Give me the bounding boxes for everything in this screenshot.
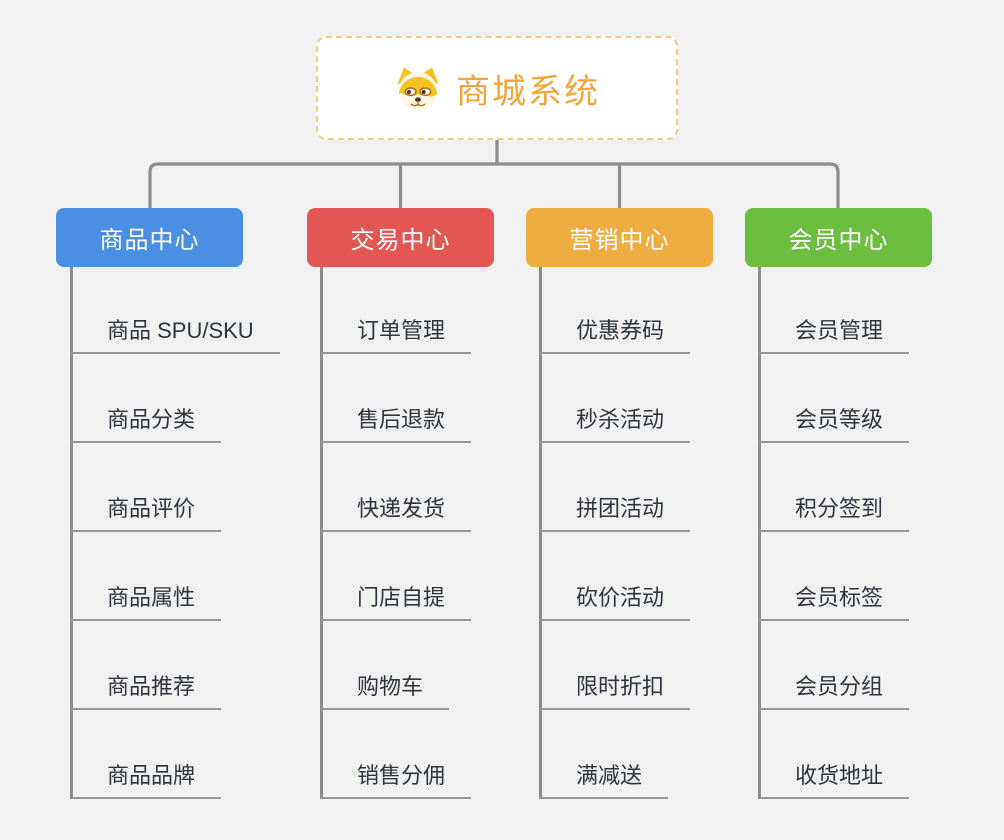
mindmap-node[interactable]: 满减送 bbox=[540, 762, 669, 799]
mindmap-node[interactable]: 售后退款 bbox=[321, 406, 472, 443]
mindmap-node[interactable]: 商品评价 bbox=[71, 495, 222, 532]
mindmap-node[interactable]: 优惠券码 bbox=[540, 317, 691, 354]
root-title: 商城系统 bbox=[456, 72, 600, 111]
mindmap-node[interactable]: 秒杀活动 bbox=[540, 406, 691, 443]
branch-header-marketing-center[interactable]: 营销中心 bbox=[526, 208, 713, 267]
shiba-dog-icon bbox=[397, 67, 439, 111]
branch-trunk-line bbox=[539, 267, 542, 799]
branch-label: 营销中心 bbox=[569, 227, 670, 254]
mindmap-node[interactable]: 砍价活动 bbox=[540, 584, 691, 621]
mindmap-node[interactable]: 销售分佣 bbox=[321, 762, 472, 799]
branch-label: 商品中心 bbox=[99, 227, 200, 254]
mindmap-node[interactable]: 订单管理 bbox=[321, 317, 472, 354]
mindmap-node[interactable]: 会员管理 bbox=[759, 317, 910, 354]
branch-label: 会员中心 bbox=[788, 227, 889, 254]
mindmap-node[interactable]: 商品 SPU/SKU bbox=[71, 317, 280, 354]
mindmap-node[interactable]: 收货地址 bbox=[759, 762, 910, 799]
mindmap-node[interactable]: 购物车 bbox=[321, 673, 450, 710]
mindmap-node[interactable]: 商品品牌 bbox=[71, 762, 222, 799]
branch-trunk-line bbox=[70, 267, 73, 799]
branch-label: 交易中心 bbox=[350, 227, 451, 254]
mindmap-node[interactable]: 商品分类 bbox=[71, 406, 222, 443]
mindmap-node[interactable]: 会员等级 bbox=[759, 406, 910, 443]
mindmap-node[interactable]: 拼团活动 bbox=[540, 495, 691, 532]
mindmap-node[interactable]: 会员分组 bbox=[759, 673, 910, 710]
root-node[interactable]: 商城系统 bbox=[316, 36, 678, 140]
mindmap-node[interactable]: 限时折扣 bbox=[540, 673, 691, 710]
mindmap-node[interactable]: 商品推荐 bbox=[71, 673, 222, 710]
mindmap-node[interactable]: 快递发货 bbox=[321, 495, 472, 532]
branch-header-trade-center[interactable]: 交易中心 bbox=[307, 208, 494, 267]
branch-trunk-line bbox=[320, 267, 323, 799]
branch-trunk-line bbox=[758, 267, 761, 799]
mindmap-node[interactable]: 商品属性 bbox=[71, 584, 222, 621]
mindmap-node[interactable]: 积分签到 bbox=[759, 495, 910, 532]
branch-header-product-center[interactable]: 商品中心 bbox=[56, 208, 243, 267]
mindmap-node[interactable]: 会员标签 bbox=[759, 584, 910, 621]
branch-header-member-center[interactable]: 会员中心 bbox=[745, 208, 932, 267]
mindmap-node[interactable]: 门店自提 bbox=[321, 584, 472, 621]
